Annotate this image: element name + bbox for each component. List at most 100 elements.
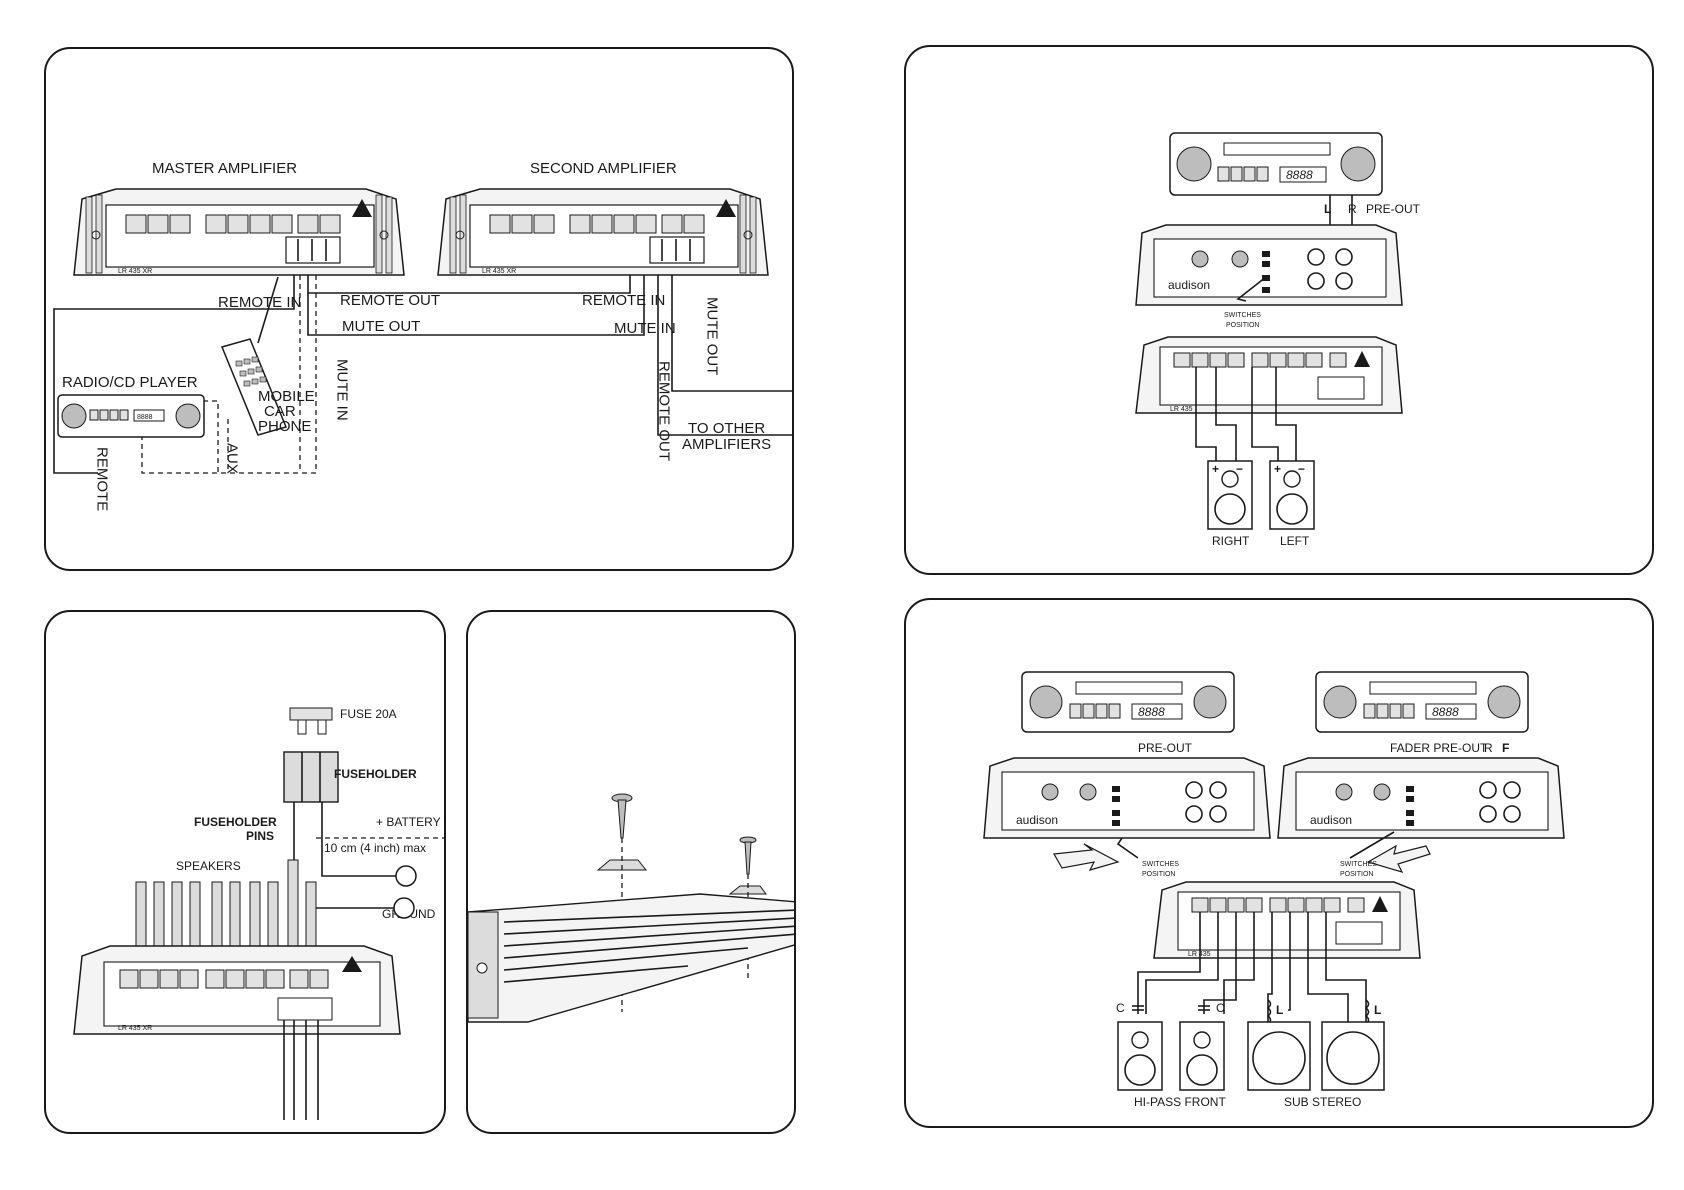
second-amplifier-label: SECOND AMPLIFIER bbox=[530, 160, 677, 177]
ind-right-label: L bbox=[1374, 1003, 1381, 1017]
left-label: LEFT bbox=[1280, 534, 1310, 548]
phone-label: PHONE bbox=[258, 418, 311, 435]
subwoofer-right bbox=[1321, 1021, 1385, 1091]
fuseholder bbox=[283, 751, 339, 803]
channel-r-label: R bbox=[1484, 741, 1493, 755]
switches-left: SWITCHES bbox=[1142, 861, 1179, 868]
speakers-label: SPEAKERS bbox=[176, 859, 241, 873]
switch-arrow-right bbox=[1349, 831, 1395, 859]
mute-in-vertical-label: MUTE IN bbox=[334, 359, 351, 421]
remote-in-second-label: REMOTE IN bbox=[582, 292, 665, 309]
brand-label: audison bbox=[1168, 278, 1210, 292]
master-amplifier-label: MASTER AMPLIFIER bbox=[152, 160, 297, 177]
master-slave-diagram: LR 435 XR MASTER AMPLIFIER LR 435 XR SEC… bbox=[53, 160, 792, 511]
right-label: RIGHT bbox=[1212, 534, 1250, 548]
amplifier: LR 435 XR bbox=[73, 945, 401, 1035]
switch-arrow bbox=[1236, 276, 1267, 302]
arrow-right-icon bbox=[1366, 844, 1431, 873]
stereo-diagram: 8888 L R PRE-OUT audison SWITCHES POSITI… bbox=[1135, 132, 1421, 548]
switches-label: SWITCHES bbox=[1224, 312, 1261, 319]
speaker-front-left bbox=[1117, 1021, 1163, 1091]
sub-stereo-label: SUB STEREO bbox=[1284, 1095, 1361, 1109]
inductor-right-icon bbox=[1364, 999, 1370, 1025]
mute-out-vertical-label: MUTE OUT bbox=[704, 297, 721, 375]
left-minus: − bbox=[1298, 462, 1305, 476]
mute-out-label: MUTE OUT bbox=[342, 318, 420, 335]
speaker-cable-bundle bbox=[135, 859, 317, 953]
inductor-left-icon bbox=[1266, 999, 1272, 1025]
fuseholder-pins-label: FUSEHOLDER bbox=[194, 815, 277, 829]
crossover-right: audison bbox=[1277, 757, 1565, 839]
mute-in-label: MUTE IN bbox=[614, 320, 676, 337]
pre-out-label: PRE-OUT bbox=[1366, 202, 1421, 216]
remote-out-label: REMOTE OUT bbox=[340, 292, 440, 309]
second-amplifier: LR 435 XR bbox=[437, 188, 769, 276]
channel-f-label: F bbox=[1502, 741, 1509, 755]
panel-mounting bbox=[466, 610, 796, 1134]
cap-right-label: C bbox=[1216, 1001, 1225, 1015]
master-model-label: LR 435 XR bbox=[118, 268, 152, 275]
left-plus: + bbox=[1274, 462, 1281, 476]
fuseholder-label: FUSEHOLDER bbox=[334, 767, 417, 781]
power-diagram: FUSE 20A FUSEHOLDER FUSEHOLDER PINS + BA… bbox=[73, 707, 444, 1120]
radio-cd-player-label: RADIO/CD PLAYER bbox=[62, 374, 198, 391]
second-model-label: LR 435 XR bbox=[482, 268, 516, 275]
capacitors bbox=[1132, 1005, 1210, 1011]
radio-display: 8888 bbox=[137, 414, 153, 421]
panel-stereo-wiring: 8888 L R PRE-OUT audison SWITCHES POSITI… bbox=[904, 45, 1654, 575]
battery-label: + BATTERY bbox=[376, 815, 441, 829]
mobile-car-phone bbox=[220, 276, 288, 436]
fuse bbox=[289, 707, 333, 735]
remote-in-label: REMOTE IN bbox=[218, 294, 301, 311]
bridged-diagram: 8888 8888 PRE-OUT FADER PRE-OUT R F audi… bbox=[983, 671, 1565, 1109]
crossover-module: audison bbox=[1135, 224, 1403, 306]
distance-label: 10 cm (4 inch) max bbox=[324, 841, 426, 855]
right-plus: + bbox=[1212, 462, 1219, 476]
master-amplifier: LR 435 XR bbox=[73, 188, 405, 276]
head-unit-right: 8888 bbox=[1315, 671, 1529, 733]
switches-right: SWITCHES bbox=[1340, 861, 1377, 868]
speaker-front-right bbox=[1179, 1021, 1225, 1091]
head-unit: 8888 bbox=[1169, 132, 1383, 196]
speaker-left: + − bbox=[1269, 460, 1315, 530]
position-right: POSITION bbox=[1340, 871, 1373, 878]
display-left: 8888 bbox=[1138, 705, 1165, 719]
pre-out-label: PRE-OUT bbox=[1138, 741, 1193, 755]
crossover-left: audison bbox=[983, 757, 1271, 839]
subwoofer-left bbox=[1247, 1021, 1311, 1091]
switch-arrow-left bbox=[1116, 837, 1139, 859]
car-label: CAR bbox=[264, 403, 296, 420]
remote-wiring bbox=[53, 275, 792, 474]
panel-master-slave-wiring: LR 435 XR MASTER AMPLIFIER LR 435 XR SEC… bbox=[44, 47, 794, 571]
panel-bridged-wiring: 8888 8888 PRE-OUT FADER PRE-OUT R F audi… bbox=[904, 598, 1654, 1128]
mobile-label: MOBILE bbox=[258, 388, 315, 405]
remote-vertical-label: REMOTE bbox=[94, 447, 111, 511]
fuse-label: FUSE 20A bbox=[340, 707, 397, 721]
cap-left-label: C bbox=[1116, 1001, 1125, 1015]
hi-pass-front-label: HI-PASS FRONT bbox=[1134, 1095, 1226, 1109]
display-right: 8888 bbox=[1432, 705, 1459, 719]
radio-cd-player: 8888 bbox=[57, 394, 205, 438]
aux-vertical-label: AUX bbox=[224, 443, 241, 474]
pins-label: PINS bbox=[246, 829, 274, 843]
amp-model-label: LR 435 bbox=[1170, 406, 1193, 413]
amp-model-label: LR 435 XR bbox=[118, 1025, 152, 1032]
mounting-diagram bbox=[468, 793, 794, 1023]
ind-left-label: L bbox=[1276, 1003, 1283, 1017]
arrow-left-icon bbox=[1053, 843, 1120, 871]
channel-l-label: L bbox=[1324, 202, 1331, 216]
position-left: POSITION bbox=[1142, 871, 1175, 878]
speaker-right: + − bbox=[1207, 460, 1253, 530]
fader-pre-out-label: FADER PRE-OUT bbox=[1390, 741, 1488, 755]
brand-right-label: audison bbox=[1310, 813, 1352, 827]
head-unit-display: 8888 bbox=[1286, 168, 1313, 182]
head-unit-left: 8888 bbox=[1021, 671, 1235, 733]
amplifiers-label: AMPLIFIERS bbox=[682, 436, 771, 453]
brand-left-label: audison bbox=[1016, 813, 1058, 827]
control-leads bbox=[283, 1020, 319, 1120]
amplifier: LR 435 bbox=[1153, 881, 1421, 959]
amplifier-body-perspective bbox=[468, 893, 794, 1023]
right-minus: − bbox=[1236, 462, 1243, 476]
position-label: POSITION bbox=[1226, 322, 1259, 329]
to-other-label: TO OTHER bbox=[688, 420, 765, 437]
